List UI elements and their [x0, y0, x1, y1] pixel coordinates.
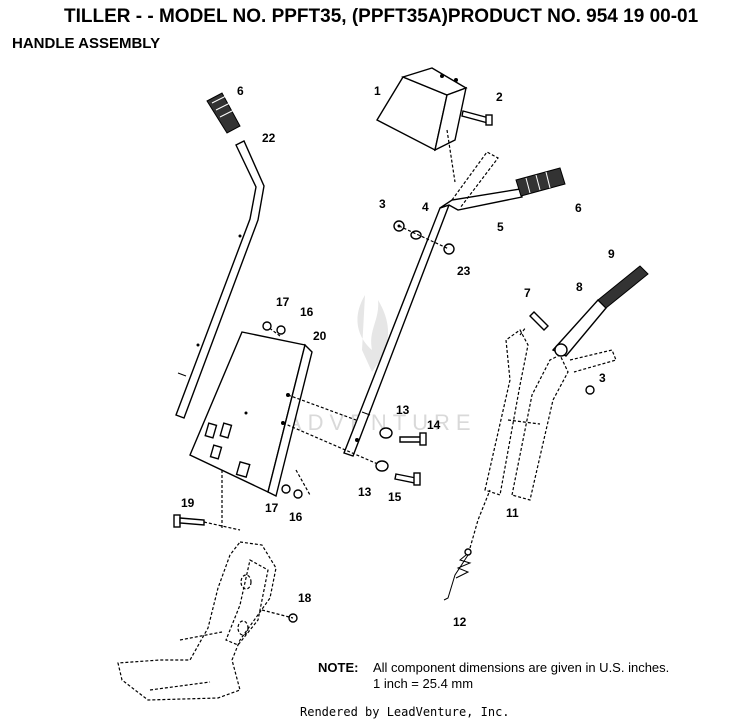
- footer-credit: Rendered by LeadVenture, Inc.: [300, 705, 510, 719]
- plate-bracket: [189, 331, 313, 498]
- callout-13-upper: 13: [396, 403, 410, 417]
- nut-washer-upper: [262, 321, 286, 335]
- callout-17-lower: 17: [265, 501, 279, 515]
- right-grip: [515, 167, 566, 197]
- shield-bracket: [376, 67, 468, 152]
- callout-16-lower: 16: [289, 510, 303, 524]
- callout-18: 18: [298, 591, 312, 605]
- callout-23: 23: [457, 264, 471, 278]
- note-conversion-text: 1 inch = 25.4 mm: [373, 676, 474, 691]
- callout-8: 8: [576, 280, 583, 294]
- callout-7: 7: [524, 286, 531, 300]
- callout-3-lower: 3: [599, 371, 606, 385]
- callout-13-lower: 13: [358, 485, 372, 499]
- callout-15: 15: [388, 490, 402, 504]
- callout-6-right: 6: [575, 201, 582, 215]
- callout-1: 1: [374, 84, 381, 98]
- callout-17-upper: 17: [276, 295, 290, 309]
- lower-handle-frame: [484, 326, 617, 501]
- diagram-subtitle: HANDLE ASSEMBLY: [12, 35, 161, 52]
- cable: [443, 489, 491, 601]
- callout-9: 9: [608, 247, 615, 261]
- tiller-frame-outline: [117, 541, 298, 701]
- callout-12: 12: [453, 615, 467, 629]
- callout-19: 19: [181, 496, 195, 510]
- bolt-washer-set: [375, 427, 427, 486]
- callout-14: 14: [427, 418, 441, 432]
- callout-2: 2: [496, 90, 503, 104]
- callout-5: 5: [497, 220, 504, 234]
- nut-washer-set: [393, 220, 455, 255]
- left-handle-tube: [175, 140, 265, 419]
- callout-4: 4: [422, 200, 429, 214]
- bolt-19: [173, 514, 205, 528]
- screw-2: [461, 110, 493, 126]
- right-handle-tube: [343, 151, 523, 457]
- callout-6-left: 6: [237, 84, 244, 98]
- diagram-title: TILLER - - MODEL NO. PPFT35, (PPFT35A)PR…: [64, 6, 699, 27]
- left-grip: [206, 92, 241, 134]
- callout-3-upper: 3: [379, 197, 386, 211]
- callout-16-upper: 16: [300, 305, 314, 319]
- callout-11: 11: [506, 506, 519, 520]
- callout-20: 20: [313, 329, 327, 343]
- callout-22: 22: [262, 131, 276, 145]
- note-label: NOTE:: [318, 660, 359, 675]
- note-dimensions-text: All component dimensions are given in U.…: [373, 660, 670, 675]
- control-lever: [529, 265, 649, 395]
- nut-washer-lower: [281, 484, 303, 499]
